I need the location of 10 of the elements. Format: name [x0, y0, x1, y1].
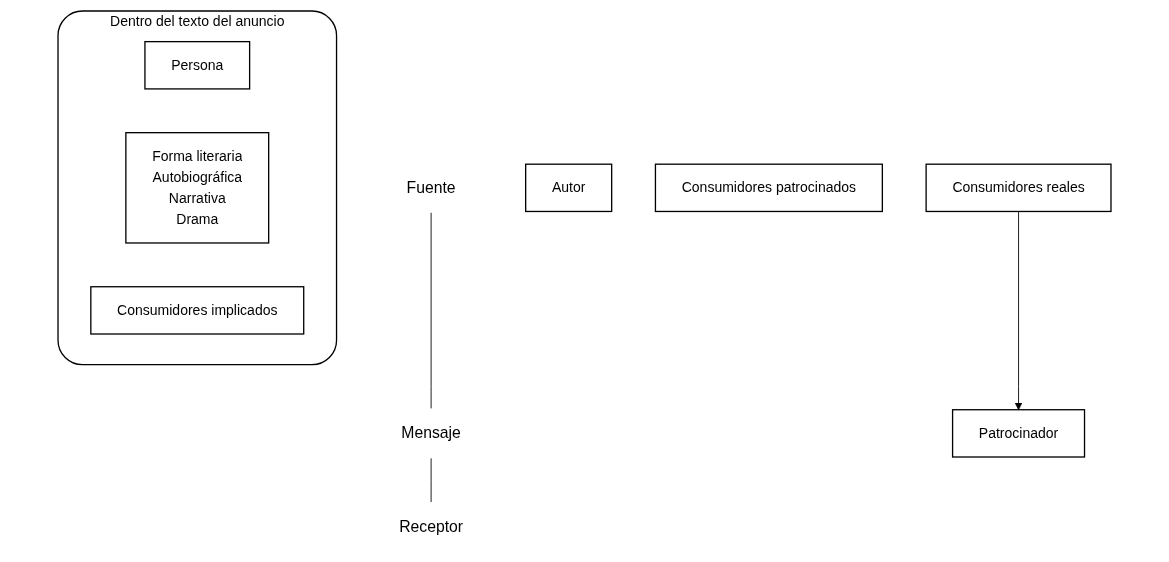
node-text: Mensaje — [401, 423, 461, 442]
node-text: Fuente — [406, 178, 456, 196]
node-box: Consumidores patrocinados — [654, 163, 883, 212]
node-box: Consumidores implicados — [90, 285, 305, 335]
node-text: Receptor — [399, 517, 464, 535]
node-box: Patrocinador — [951, 408, 1086, 458]
node-box: Consumidores reales — [925, 163, 1112, 212]
node-box: Forma literaria Autobiográfica Narrativa Drama — [125, 131, 270, 244]
node-box: Persona — [144, 40, 251, 90]
node-box: Autor — [525, 163, 613, 212]
